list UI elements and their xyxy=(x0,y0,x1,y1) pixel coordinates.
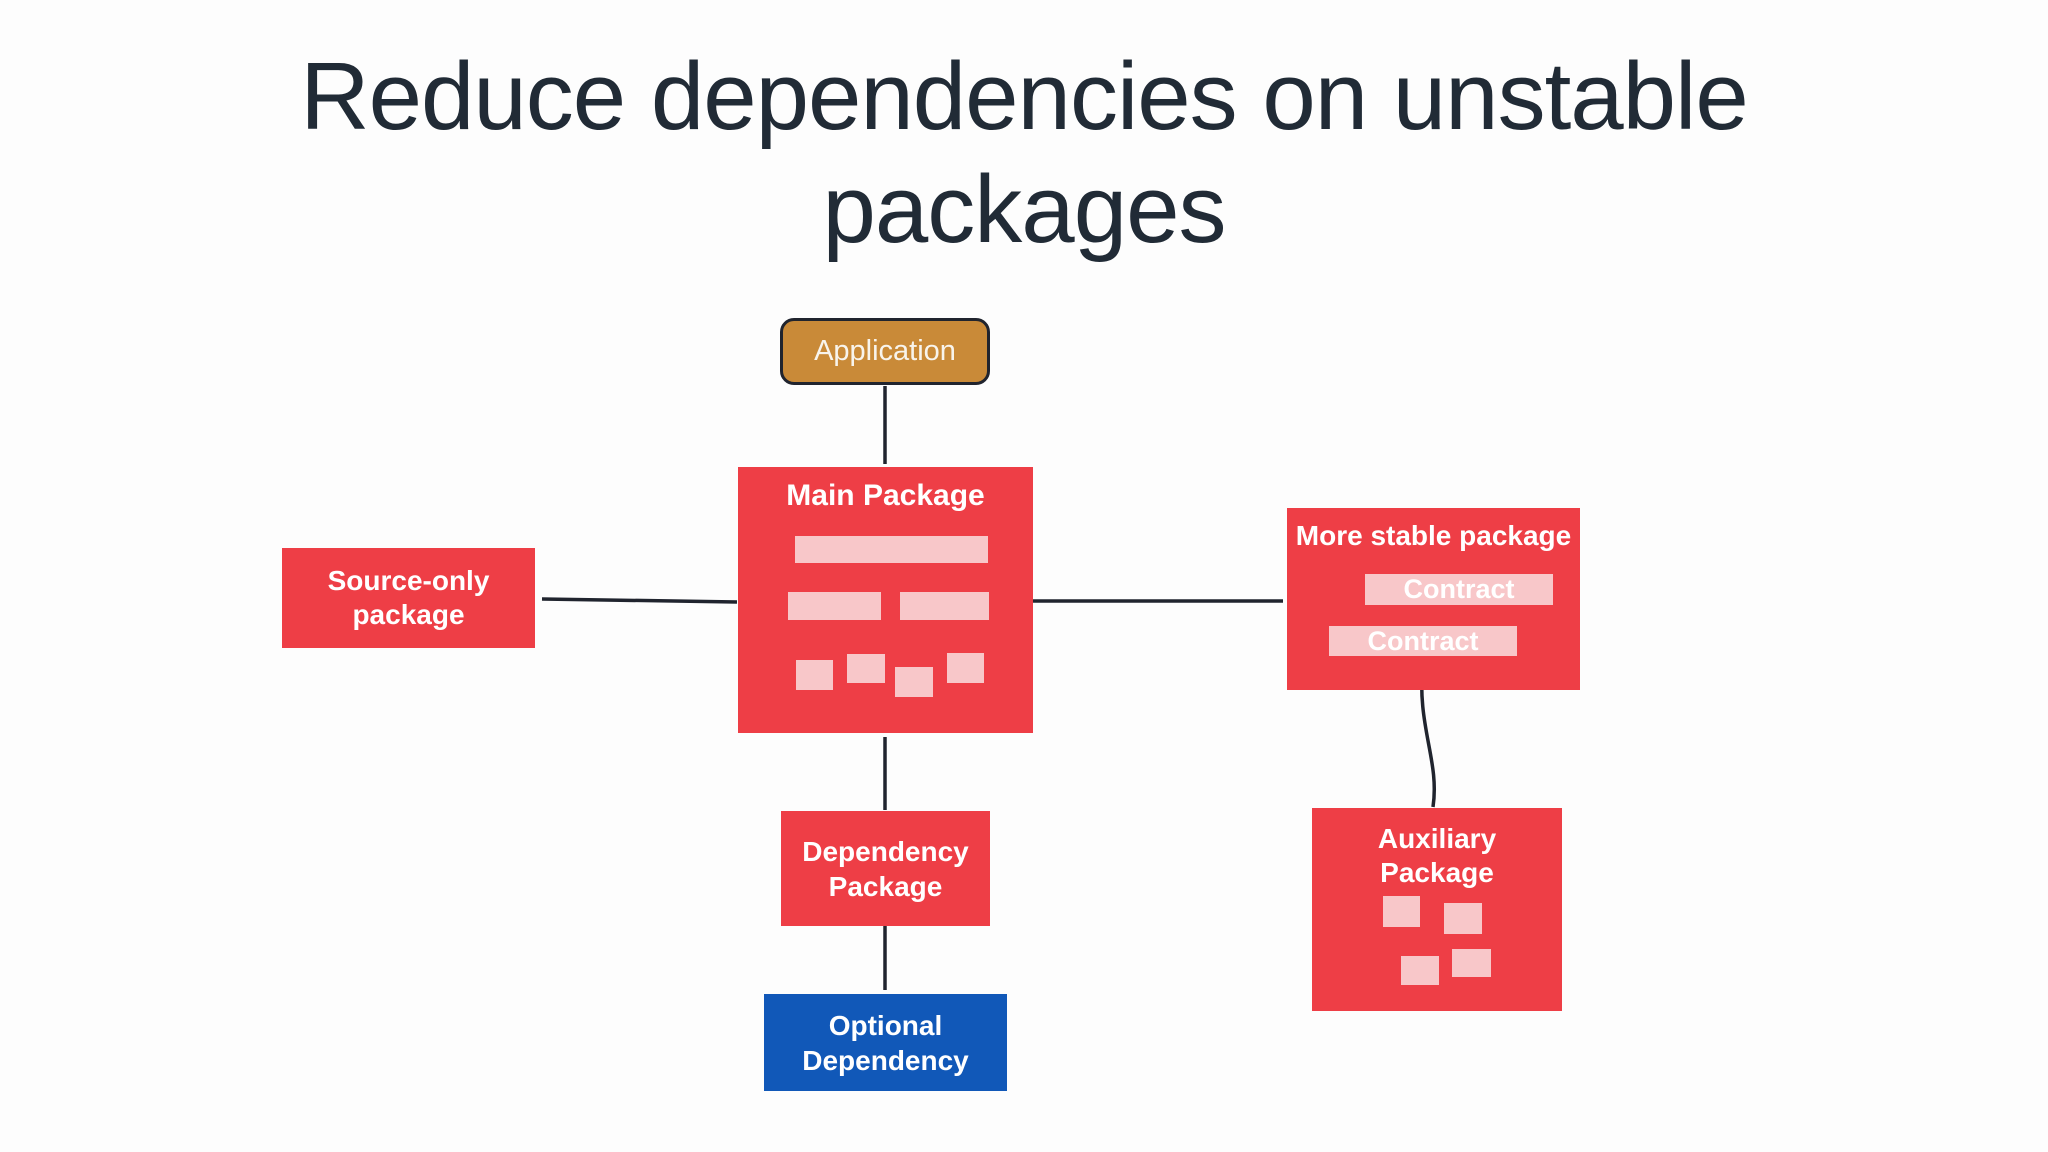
node-application-label: Application xyxy=(814,335,956,367)
contract-bar-2: Contract xyxy=(1329,626,1517,656)
code-placeholder-bar xyxy=(788,592,881,620)
node-optional-dependency-label: Optional Dependency xyxy=(802,1009,969,1076)
code-placeholder-square xyxy=(1401,956,1439,985)
node-auxiliary-package: Auxiliary Package xyxy=(1312,808,1562,1011)
arrow-main-to-source-only xyxy=(541,597,738,604)
code-placeholder-square xyxy=(847,654,885,683)
page-title-text: Reduce dependencies on unstable packages xyxy=(300,43,1748,263)
node-auxiliary-package-label: Auxiliary Package xyxy=(1377,823,1497,888)
node-main-package: Main Package xyxy=(738,467,1033,733)
contract-bar-1-label: Contract xyxy=(1403,574,1515,604)
code-placeholder-square xyxy=(1444,903,1482,934)
code-placeholder-square xyxy=(1452,949,1491,977)
contract-bar-1: Contract xyxy=(1365,574,1553,605)
node-source-only-package: Source-only package xyxy=(282,548,535,648)
contract-bar-2-label: Contract xyxy=(1367,625,1479,656)
code-placeholder-bar xyxy=(900,592,989,620)
code-placeholder-square xyxy=(947,653,984,683)
node-source-only-package-label: Source-only package xyxy=(327,565,490,630)
node-dependency-package-label: Dependency Package xyxy=(802,835,969,902)
node-dependency-package: Dependency Package xyxy=(781,811,990,926)
node-more-stable-package-label: More stable package xyxy=(1295,520,1572,551)
code-placeholder-bar xyxy=(795,536,988,563)
code-placeholder-square xyxy=(796,660,833,690)
node-optional-dependency: Optional Dependency xyxy=(764,994,1007,1091)
page-title: Reduce dependencies on unstable packages xyxy=(0,40,2048,266)
node-main-package-label: Main Package xyxy=(786,479,985,512)
code-placeholder-square xyxy=(1383,896,1420,927)
node-application: Application xyxy=(780,318,990,385)
code-placeholder-square xyxy=(895,667,933,697)
node-more-stable-package: More stable package Contract Contract xyxy=(1287,508,1580,690)
